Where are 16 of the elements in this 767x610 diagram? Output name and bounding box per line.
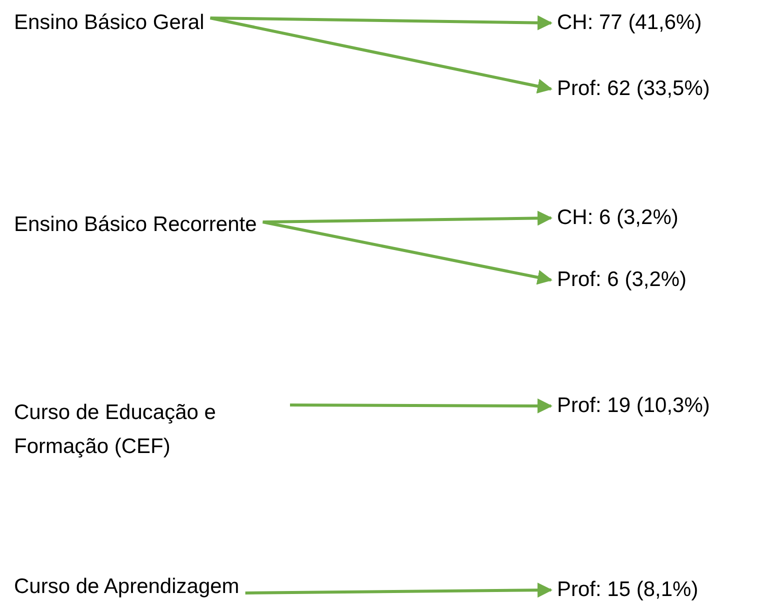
label-text: CH: 6 (3,2%) — [557, 205, 678, 231]
label-text: Prof: 62 (33,5%) — [557, 76, 710, 102]
label-text: Prof: 15 (8,1%) — [557, 577, 698, 603]
label-text: Prof: 6 (3,2%) — [557, 267, 687, 293]
arrow — [262, 210, 552, 226]
label-text: Curso de Aprendizagem — [14, 574, 240, 600]
label-text: CH: 77 (41,6%) — [557, 10, 702, 36]
arrow — [290, 398, 552, 414]
label-text: Ensino Básico Geral — [14, 10, 204, 36]
label-text: Prof: 19 (10,3%) — [557, 393, 710, 419]
arrow — [210, 15, 552, 30]
label-text: Curso de Educação e Formação (CEF) — [14, 400, 217, 460]
arrow — [262, 220, 552, 285]
arrow — [245, 582, 552, 598]
arrow — [210, 16, 552, 94]
label-text: Ensino Básico Recorrente — [14, 212, 257, 238]
